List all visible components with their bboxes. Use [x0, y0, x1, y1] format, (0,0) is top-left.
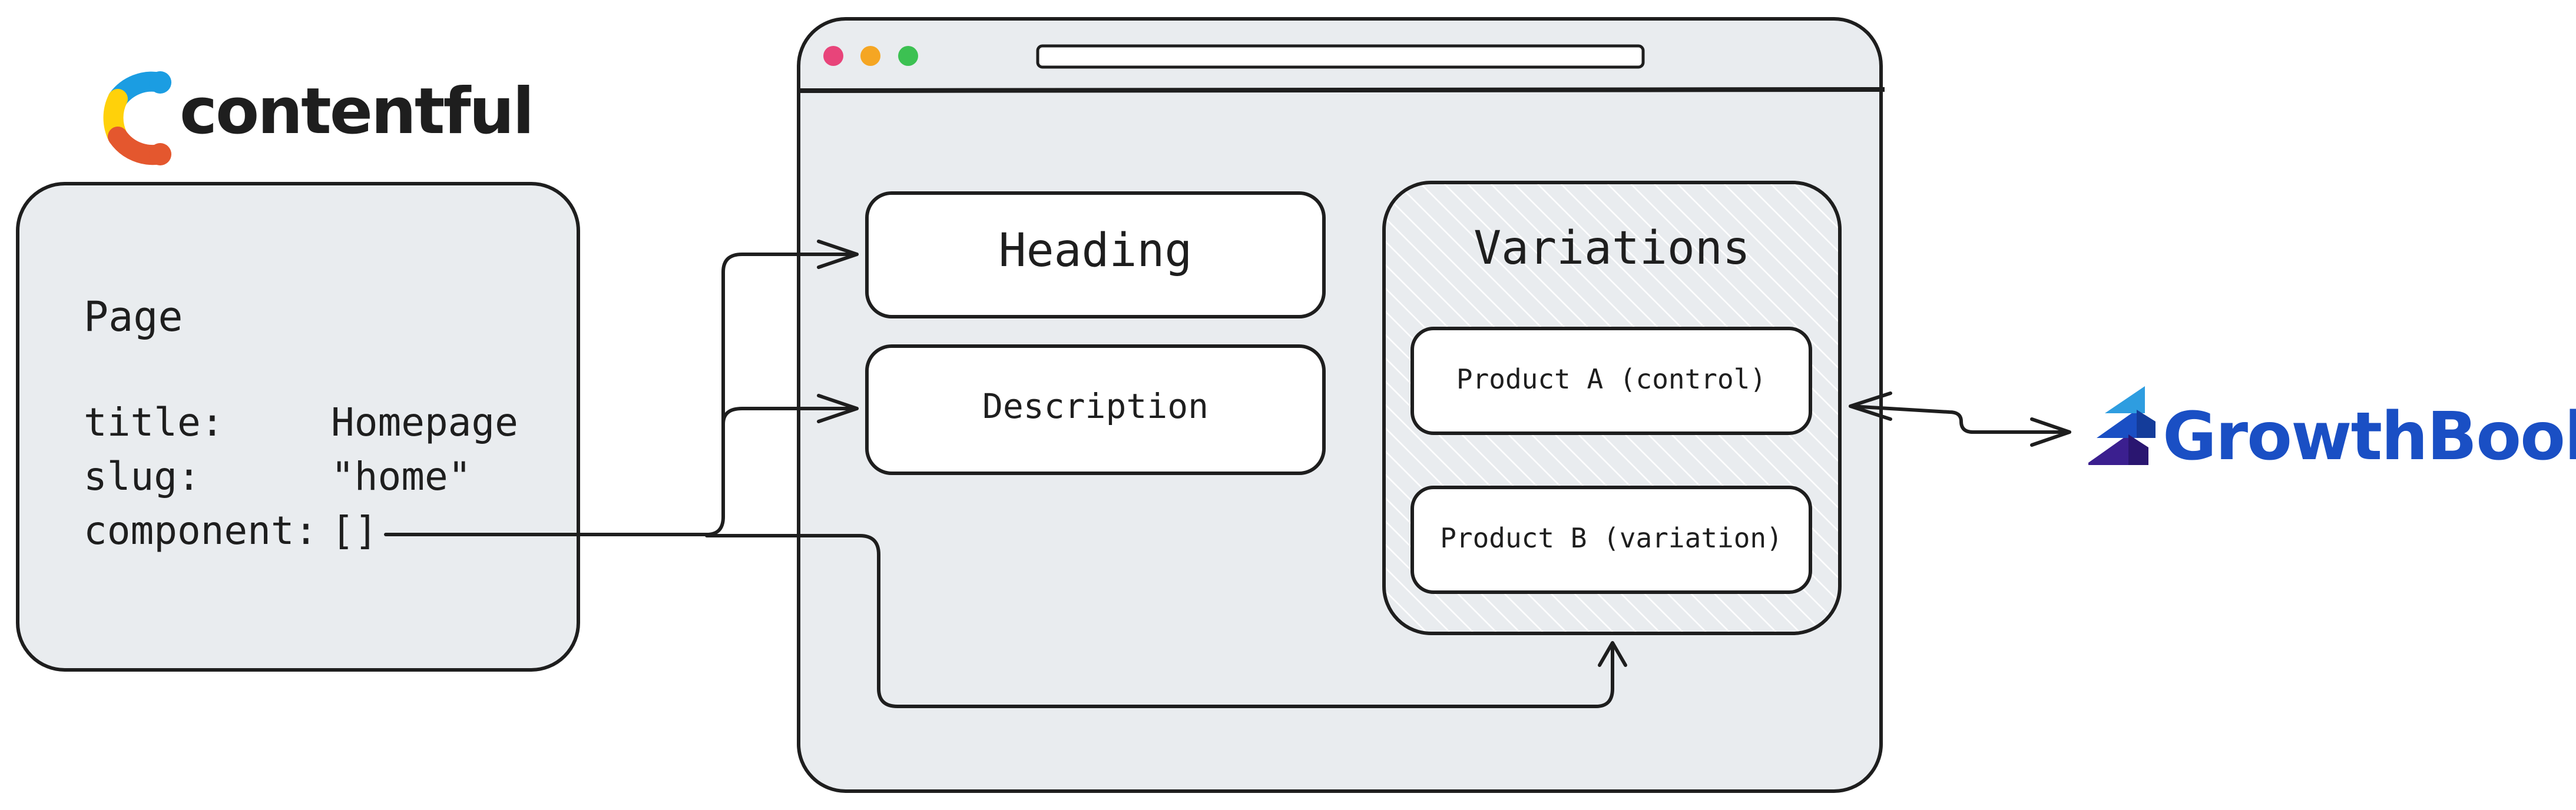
variations-panel: Variations Product A (control) Product B…: [1382, 181, 1842, 635]
growthbook-arrow-left-head: [1849, 391, 1892, 421]
heading-label: Heading: [999, 224, 1193, 277]
window-minimize-dot[interactable]: [860, 46, 880, 66]
arrow-to-variations-head: [1598, 641, 1627, 667]
address-bar[interactable]: [1036, 44, 1645, 69]
arrow-to-variations: [705, 534, 1614, 708]
growthbook-link: [1849, 391, 2071, 447]
field-key-component: component:: [84, 508, 317, 553]
heading-box: Heading: [865, 191, 1326, 318]
field-key-slug: slug:: [84, 454, 201, 499]
page-card-title: Page: [84, 293, 183, 341]
variations-title: Variations: [1474, 222, 1750, 275]
arrow-to-description: [721, 407, 859, 426]
field-value-component: []: [331, 508, 378, 553]
growthbook-wordmark: GrowthBook: [2163, 399, 2576, 475]
growthbook-logo: GrowthBook: [2088, 386, 2576, 475]
growthbook-double-arrow: [1849, 404, 2071, 434]
window-maximize-dot[interactable]: [898, 46, 918, 66]
field-key-title: title:: [84, 400, 224, 445]
description-box: Description: [865, 344, 1326, 475]
contentful-wordmark: contentful: [180, 75, 532, 148]
growthbook-arrow-right-head: [2030, 417, 2071, 447]
variation-b: Product B (variation): [1410, 486, 1812, 594]
growthbook-books-icon: [2088, 386, 2156, 465]
variation-b-label: Product B (variation): [1440, 522, 1783, 554]
field-value-title: Homepage: [331, 400, 518, 445]
component-connectors: [384, 240, 1627, 708]
arrow-to-description-head: [817, 394, 859, 423]
page-card: Page title: Homepage slug: "home" compon…: [16, 182, 580, 672]
window-close-dot[interactable]: [823, 46, 843, 66]
page-card-background: [16, 182, 580, 672]
variation-control: Product A (control): [1410, 327, 1812, 435]
description-label: Description: [982, 386, 1208, 426]
contentful-mark-icon: [103, 71, 171, 165]
variation-control-label: Product A (control): [1456, 363, 1766, 395]
arrow-to-heading: [384, 253, 859, 536]
field-value-slug: "home": [331, 454, 471, 499]
browser-toolbar-divider: [798, 87, 1885, 93]
contentful-logo: contentful: [103, 71, 534, 165]
arrow-to-heading-head: [817, 240, 859, 269]
